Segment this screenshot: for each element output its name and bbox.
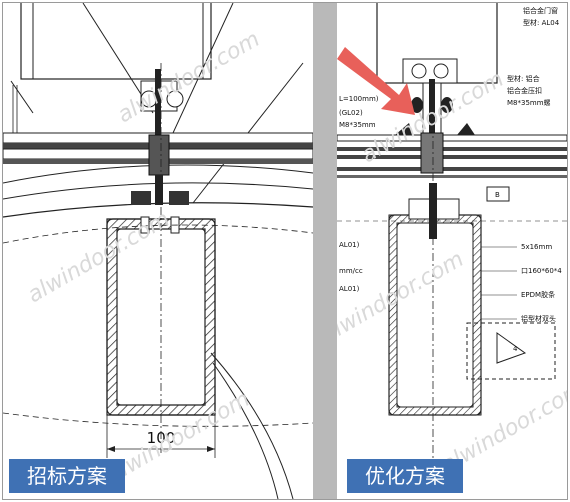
- annotation-a2: (GL02): [339, 109, 363, 117]
- top-note-5: M8*35mm螺: [507, 98, 551, 107]
- annotation-a8: 口160*60*4: [521, 267, 562, 275]
- bid-scheme-drawing: 100 alwindoor.com alwindoor.com alwindoo…: [3, 3, 313, 499]
- annotation-a12: 4: [513, 345, 518, 353]
- annotation-a9: EPDM胶条: [521, 290, 555, 299]
- bid-scheme-panel: 100 alwindoor.com alwindoor.com alwindoo…: [3, 3, 313, 499]
- top-note-1: 铝合金门窗: [523, 6, 558, 15]
- watermark-left-3: alwindoor.com: [104, 387, 255, 488]
- annotation-a10: 铝型材双头: [521, 314, 556, 323]
- optimized-scheme-panel: 铝合金门窗 型材: AL04 型材: 铝合 铝合金压扣 M8*35mm螺 L=1…: [337, 3, 567, 499]
- annotation-a3: M8*35mm: [339, 121, 376, 129]
- annotation-a7: 5x16mm: [521, 243, 552, 251]
- optimized-scheme-drawing: 铝合金门窗 型材: AL04 型材: 铝合 铝合金压扣 M8*35mm螺 L=1…: [337, 3, 567, 478]
- watermark-left-2: alwindoor.com: [114, 27, 265, 128]
- top-note-2: 型材: AL04: [523, 18, 560, 27]
- annotation-a11: B: [495, 191, 500, 199]
- annotation-a5: mm/cc: [339, 267, 363, 275]
- optimized-scheme-caption: 优化方案: [347, 459, 463, 493]
- annotation-a4: AL01): [339, 241, 360, 249]
- annotation-a1: L=100mm): [339, 95, 379, 103]
- annotation-a6: AL01): [339, 285, 360, 293]
- watermark-left-1: alwindoor.com: [24, 207, 175, 308]
- watermark-right-1: alwindoor.com: [337, 247, 468, 348]
- panel-divider: [313, 3, 337, 499]
- top-note-3: 型材: 铝合: [507, 74, 540, 83]
- dimension-label: 100: [147, 429, 176, 447]
- bid-scheme-caption: 招标方案: [9, 459, 125, 493]
- top-note-4: 铝合金压扣: [507, 86, 542, 95]
